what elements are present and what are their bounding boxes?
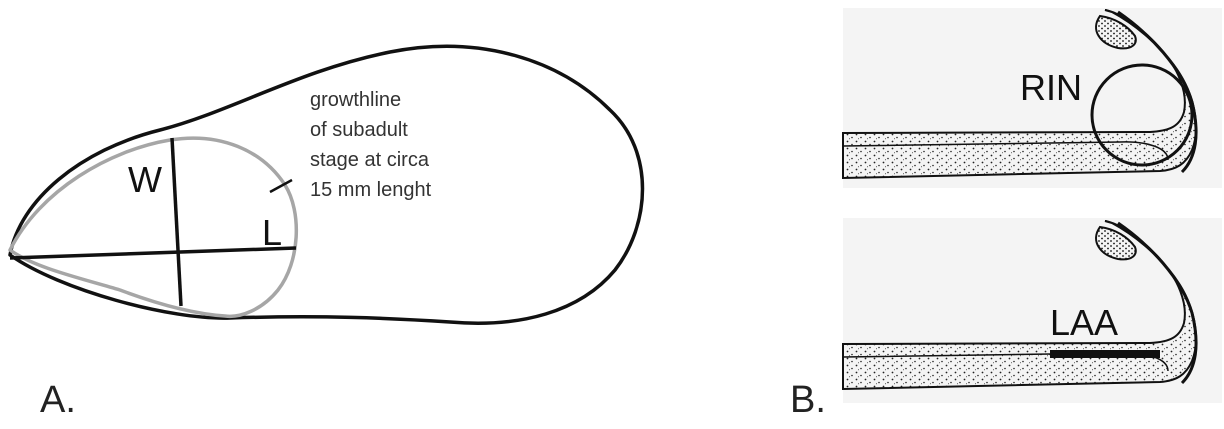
section-bottom-outer-edge (1117, 221, 1198, 385)
annotation-pointer (269, 178, 293, 194)
panel-a-label: A. (40, 379, 76, 421)
panel-a: W L growthline of subadult stage at circ… (8, 44, 645, 421)
growthline-annotation-line-3: stage at circa (310, 149, 430, 171)
section-bottom-lamella (1095, 225, 1137, 261)
growthline-annotation-line-2: of subadult (310, 119, 408, 141)
growthline-outline (8, 136, 299, 319)
section-top-shell-wall (842, 9, 1197, 180)
width-label: W (128, 159, 162, 200)
section-bottom: LAA (842, 218, 1222, 403)
section-top-outer-edge (1117, 10, 1198, 174)
growthline-annotation-line-1: growthline (310, 89, 401, 111)
laa-label: LAA (1050, 302, 1118, 343)
length-label: L (262, 212, 282, 253)
rin-measure-circle (1090, 63, 1194, 167)
length-axis-line (9, 246, 297, 260)
section-bottom-shell-wall (842, 220, 1197, 391)
width-axis-line (170, 137, 183, 307)
shell-outline (8, 44, 645, 325)
growthline-annotation-line-4: 15 mm lenght (310, 179, 432, 201)
section-top-lamella (1095, 14, 1137, 50)
panel-b-label: B. (790, 379, 826, 421)
section-top-inner-layer (842, 141, 1169, 161)
rin-label: RIN (1020, 67, 1082, 108)
panel-b: B. RIN LAA (790, 8, 1222, 421)
section-top: RIN (842, 8, 1222, 188)
